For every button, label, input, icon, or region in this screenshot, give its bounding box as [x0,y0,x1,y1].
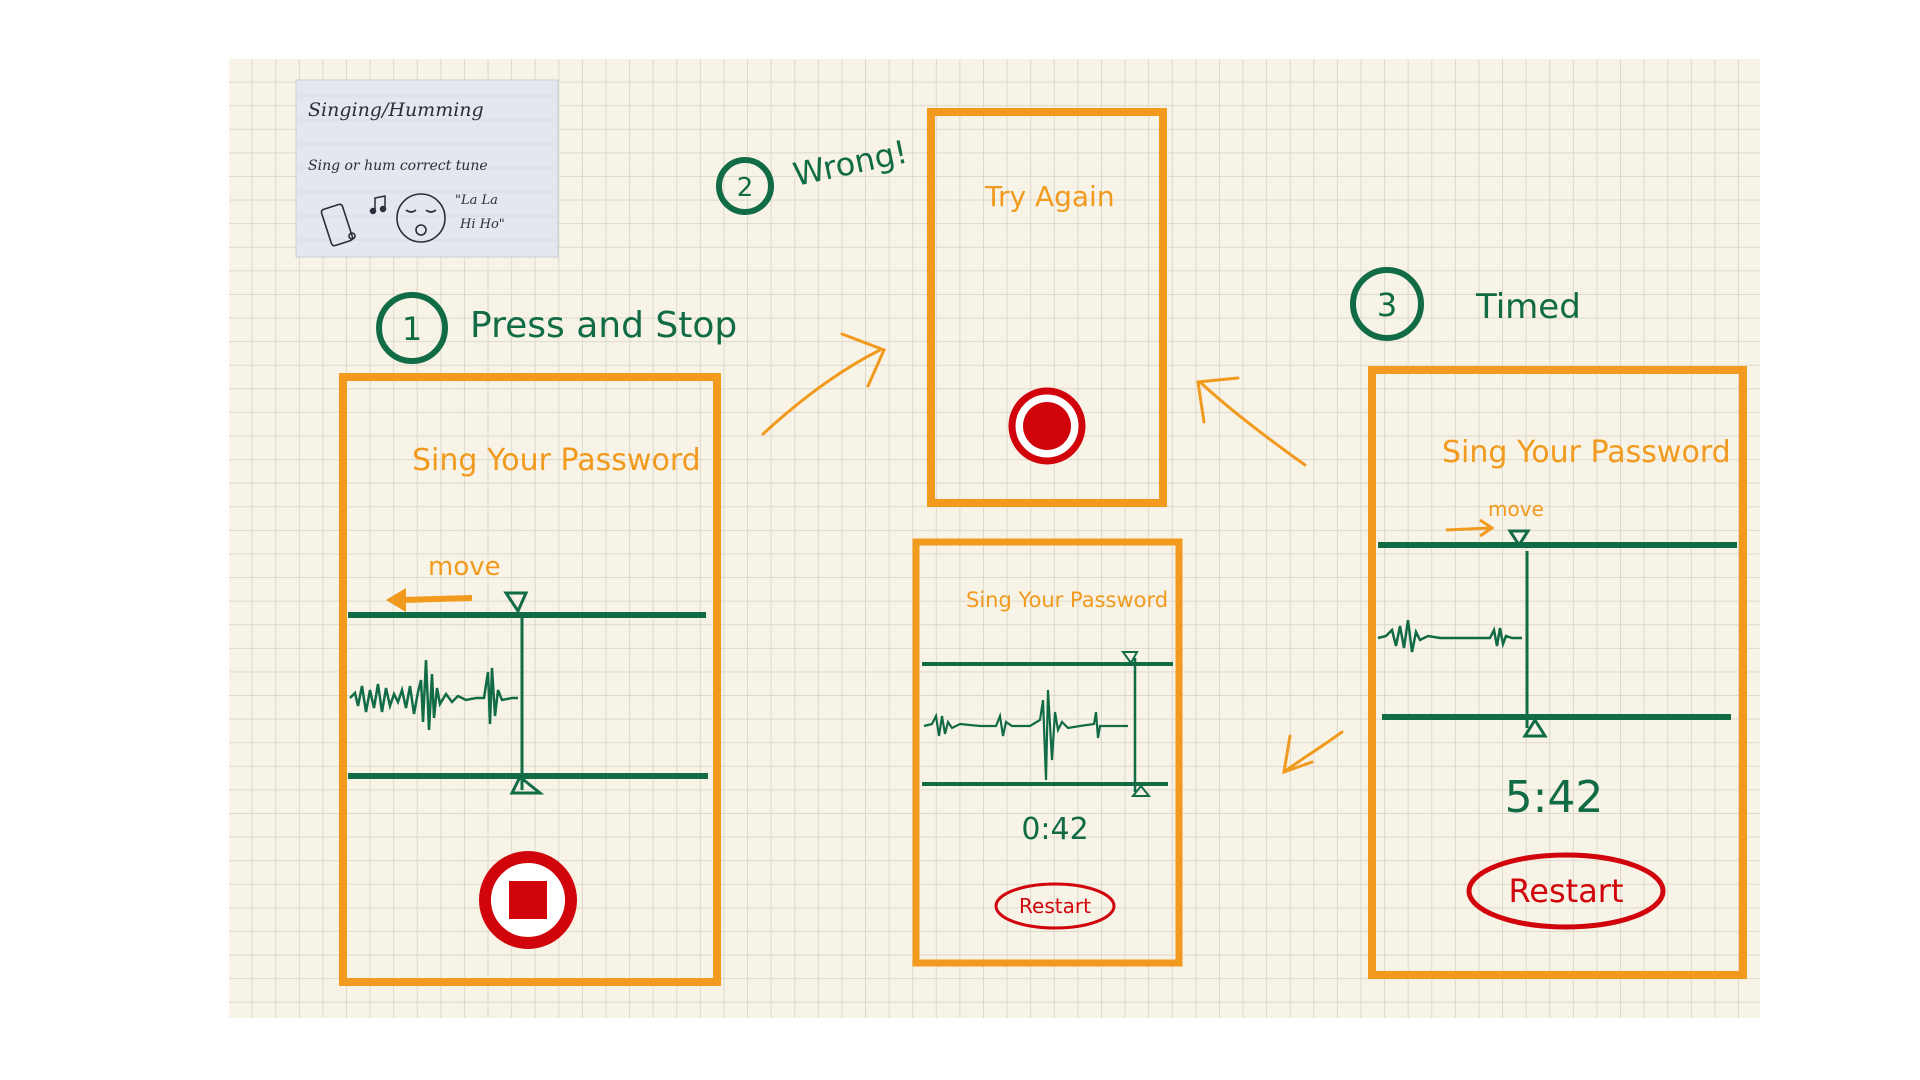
phone-frame [339,373,721,986]
screen-timed: Sing Your Password move 5:42 Restart [1368,366,1747,979]
prompt-text: Sing Your Password [966,588,1168,612]
photo-title: Singing/Humming [308,99,484,121]
step-3-title: Timed [1475,287,1581,327]
flow-arrow-timed-to-wrong [1196,376,1307,467]
audio-waveform [1377,619,1522,653]
prompt-text: Sing Your Password [412,443,701,478]
step-2-title: Wrong! [790,133,911,194]
restart-button[interactable]: Restart [994,882,1116,930]
screen-press-stop: Sing Your Password move [339,373,721,986]
move-label: move [1488,497,1544,521]
photo-subtitle: Sing or hum correct tune [308,158,488,174]
photo-lyrics-line1: "La La [455,193,498,208]
arrow-right-icon [1445,518,1495,538]
timer-text: 5:42 [1505,772,1604,823]
playhead-bottom-marker-icon[interactable] [1522,717,1548,738]
prompt-text: Sing Your Password [1442,435,1731,470]
restart-label: Restart [1019,894,1091,918]
photo-lyrics-line2: Hi Ho" [459,217,505,232]
step-2-number: 2 [737,173,754,203]
screen-wrong: Try Again [927,108,1167,507]
restart-button-outline [1466,852,1666,930]
step-1-title: Press and Stop [470,305,737,346]
phone-doodle-icon [320,203,356,247]
music-notes-icon [369,195,387,215]
record-button[interactable] [1008,387,1086,465]
arrow-left-icon [386,588,473,612]
step-2-badge: 2 [716,157,774,215]
singing-face-icon [396,193,446,243]
flow-arrow-timed-to-result [1282,730,1344,775]
step-3-number: 3 [1377,286,1397,324]
step-1-number: 1 [402,310,422,348]
audio-waveform [923,689,1128,781]
step-1-badge: 1 [376,292,448,364]
audio-waveform [349,659,518,731]
stop-record-button[interactable] [479,851,577,949]
stop-square-icon [509,881,547,919]
phone-frame [1368,366,1747,979]
playhead-bottom-marker-icon[interactable] [1130,784,1152,797]
timer-text: 0:42 [1021,812,1088,847]
phone-frame [927,108,1167,507]
prompt-text: Try Again [984,180,1115,213]
restart-label: Restart [1508,872,1623,910]
step-3-badge: 3 [1350,267,1424,341]
flow-arrow-press-to-wrong [761,332,887,436]
playhead-top-marker-icon[interactable] [1507,529,1531,548]
phone-frame [912,538,1183,967]
record-dot-icon [1023,402,1071,450]
restart-button-outline [994,882,1116,930]
reference-sketch-photo: Singing/Humming Sing or hum correct tune… [295,79,559,258]
screen-timed-result: Sing Your Password 0:42 Restart [912,538,1183,967]
playhead-top-marker-icon[interactable] [1121,651,1139,665]
playhead-top-marker-icon[interactable] [503,591,529,615]
playhead-bottom-marker-icon[interactable] [509,774,545,795]
move-label: move [428,552,501,582]
restart-button[interactable]: Restart [1466,852,1666,930]
